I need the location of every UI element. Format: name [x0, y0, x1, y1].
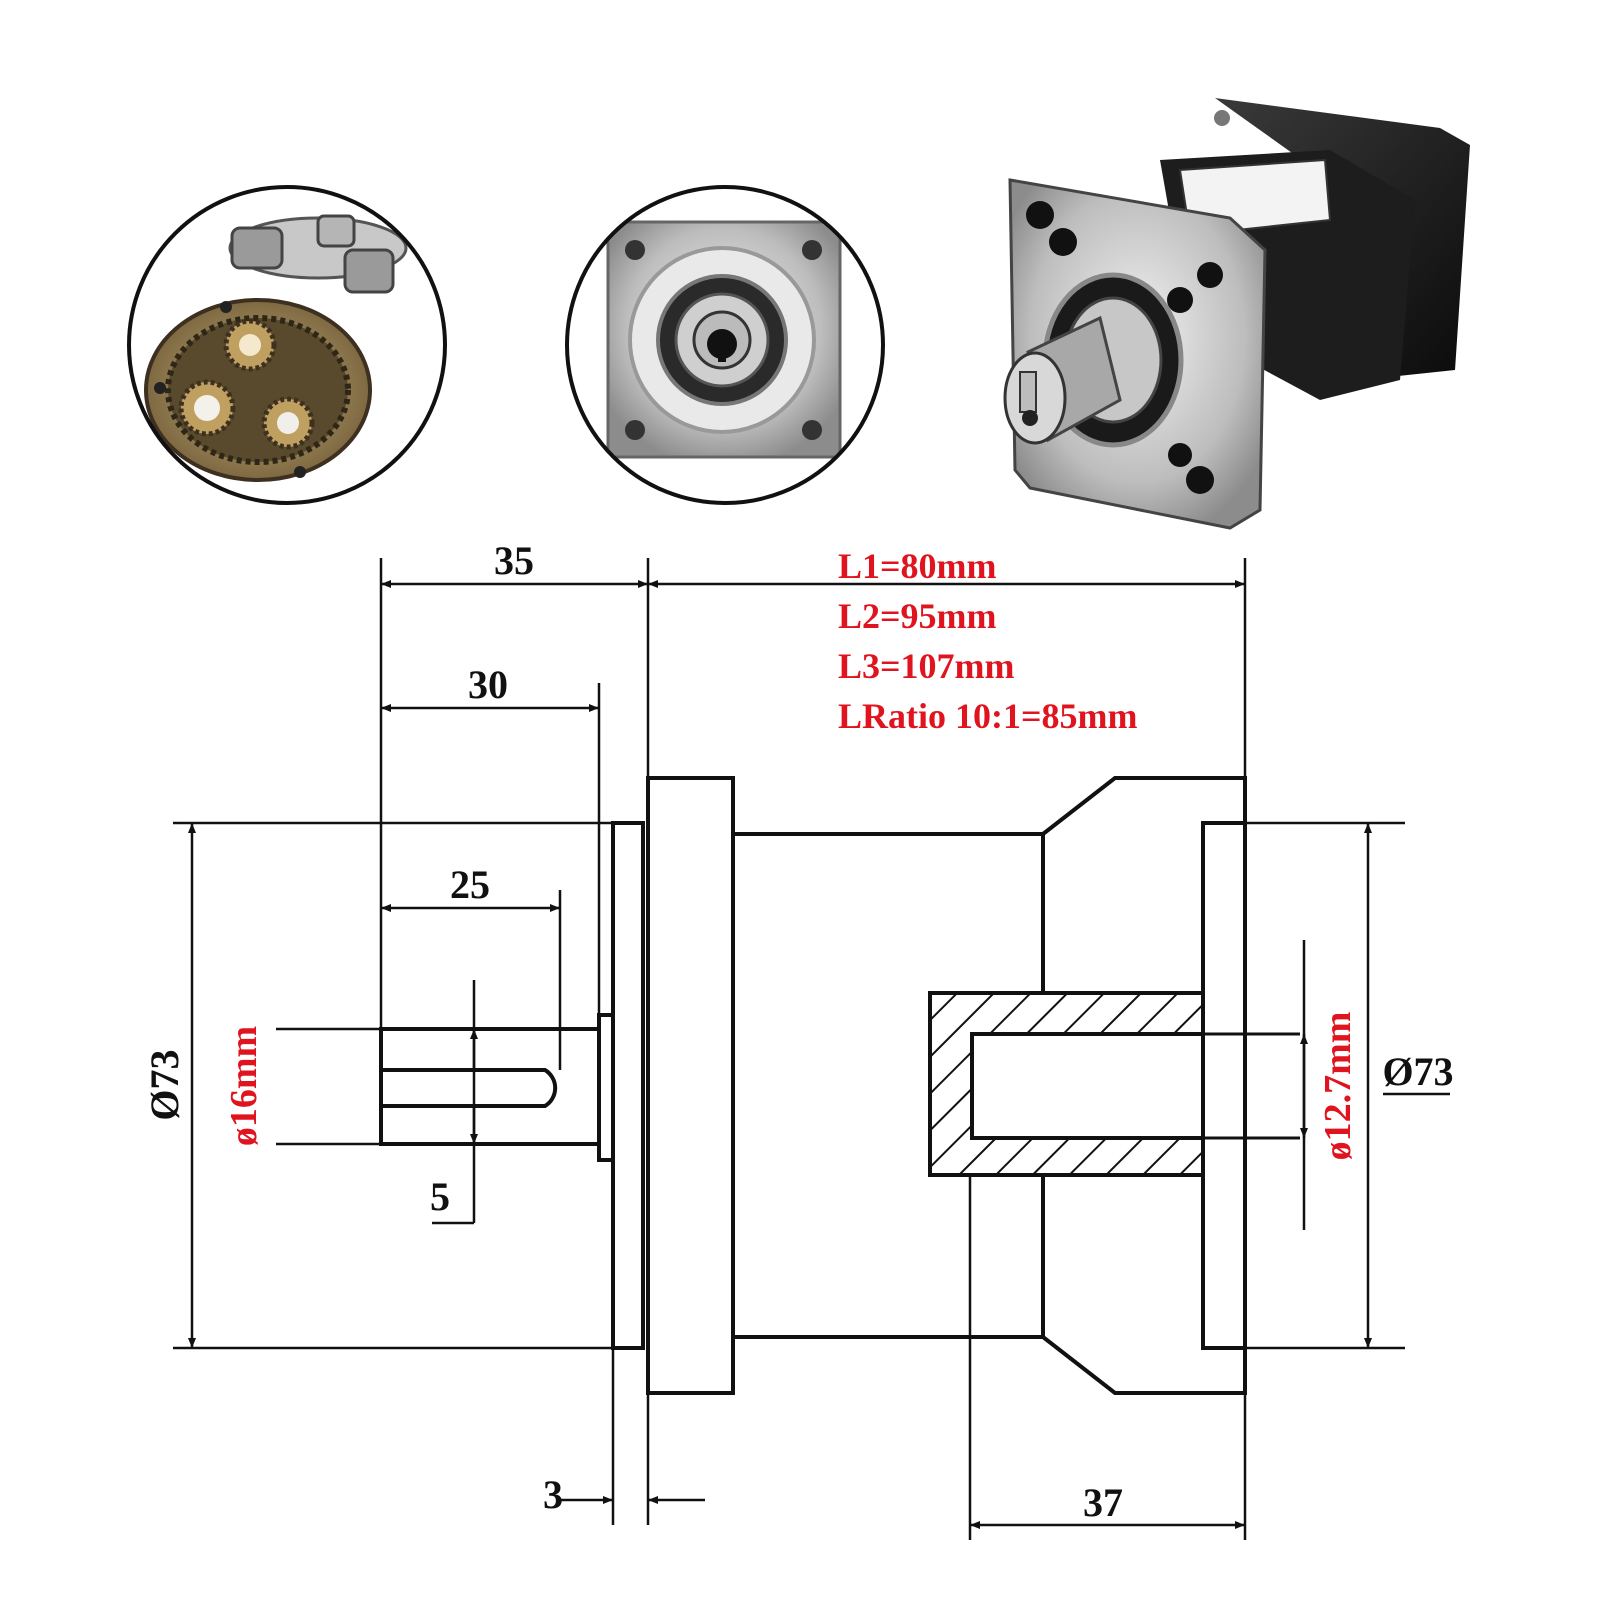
- dim-shaft-extension: 35: [494, 538, 534, 583]
- dim-shaft-length: 30: [468, 662, 508, 707]
- dim-key-length: 25: [450, 862, 490, 907]
- extension-lines: [173, 558, 1450, 1540]
- gear-internals-photo: [127, 185, 447, 505]
- length-spec-list: L1=80mm L2=95mm L3=107mm LRatio 10:1=85m…: [838, 546, 1137, 736]
- spec-l1: L1=80mm: [838, 546, 997, 586]
- output-shaft-outline: [379, 1013, 615, 1162]
- dim-shaft-diameter: ø16mm: [223, 1026, 265, 1146]
- gearbox-photo: [1003, 98, 1470, 530]
- dimension-lines: [188, 580, 1372, 1529]
- dim-output-diameter-left: Ø73: [142, 1049, 187, 1120]
- gearbox-body: [733, 776, 1247, 1395]
- technical-drawing: [173, 558, 1450, 1540]
- dim-flange-step: 3: [543, 1472, 563, 1517]
- flange-face-photo: [565, 185, 885, 505]
- dim-input-bore-diameter: ø12.7mm: [1317, 1012, 1359, 1161]
- planet-carrier: [228, 214, 408, 294]
- dim-output-diameter-right: Ø73: [1382, 1049, 1453, 1094]
- output-flange: [611, 776, 735, 1395]
- spec-lratio: LRatio 10:1=85mm: [838, 696, 1137, 736]
- spec-l2: L2=95mm: [838, 596, 997, 636]
- dim-input-length: 37: [1083, 1480, 1123, 1525]
- dim-key-width: 5: [430, 1174, 450, 1219]
- input-bore-section: [928, 991, 1300, 1177]
- spec-l3: L3=107mm: [838, 646, 1015, 686]
- planet-gears: [178, 318, 315, 450]
